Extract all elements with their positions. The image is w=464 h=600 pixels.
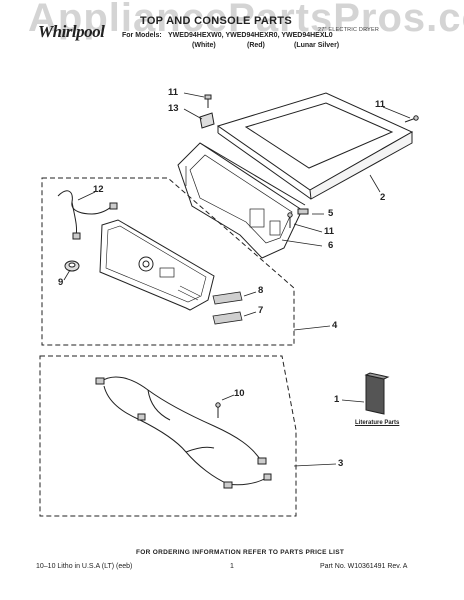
callout-6: 6 bbox=[328, 240, 334, 251]
wiring-harness-boundary bbox=[39, 355, 297, 517]
overlay-8-drawing bbox=[212, 291, 243, 305]
top-panel-drawing bbox=[216, 92, 414, 200]
screw-10-drawing bbox=[215, 402, 221, 418]
callout-3: 3 bbox=[338, 458, 344, 469]
callout-7: 7 bbox=[258, 305, 264, 316]
console-frame-drawing bbox=[177, 142, 306, 259]
callout-8: 8 bbox=[258, 285, 264, 296]
screw-11-frame-drawing bbox=[287, 212, 293, 228]
document-type: 27" ELECTRIC DRYER bbox=[318, 27, 380, 33]
color-white: (White) bbox=[192, 42, 216, 49]
callout-11-frame: 11 bbox=[324, 226, 335, 237]
color-red: (Red) bbox=[247, 42, 265, 49]
wiring-harness-3-drawing bbox=[95, 376, 272, 489]
callout-1: 1 bbox=[334, 394, 340, 405]
part-number: Part No. W10361491 Rev. A bbox=[320, 563, 408, 570]
litho-info: 10–10 Litho in U.S.A (LT) (eeb) bbox=[36, 563, 133, 570]
screw-11-right-drawing bbox=[404, 115, 419, 123]
brand-logo: Whirlpool bbox=[38, 22, 105, 41]
watermark: AppliancePartsPros.com bbox=[28, 0, 464, 40]
callout-11-top-right: 11 bbox=[375, 99, 386, 110]
knob-9-drawing bbox=[64, 260, 80, 272]
callout-10: 10 bbox=[234, 388, 245, 399]
callout-9: 9 bbox=[58, 277, 64, 288]
callout-13: 13 bbox=[168, 103, 179, 114]
literature-parts-label: Literature Parts bbox=[355, 420, 400, 426]
screw-11-left-drawing bbox=[204, 94, 212, 108]
page-title: TOP AND CONSOLE PARTS bbox=[140, 15, 292, 27]
screw-5-drawing bbox=[297, 208, 309, 215]
color-lunar-silver: (Lunar Silver) bbox=[294, 42, 340, 49]
page-number: 1 bbox=[230, 563, 234, 570]
leader-lines bbox=[63, 92, 411, 467]
models-label: For Models: bbox=[122, 32, 162, 39]
callout-4: 4 bbox=[332, 320, 338, 331]
ordering-info: FOR ORDERING INFORMATION REFER TO PARTS … bbox=[136, 549, 345, 556]
callout-2: 2 bbox=[380, 192, 386, 203]
callout-11-top-left: 11 bbox=[168, 87, 179, 98]
model-numbers: YWED94HEXW0, YWED94HEXR0, YWED94HEXL0 bbox=[168, 32, 333, 39]
clip-13-drawing bbox=[199, 112, 215, 129]
overlay-7-drawing bbox=[212, 311, 243, 325]
console-harness-12-drawing bbox=[57, 190, 118, 240]
callout-5: 5 bbox=[328, 208, 334, 219]
console-panel-drawing bbox=[99, 219, 215, 311]
callout-12: 12 bbox=[93, 184, 104, 195]
console-assembly-boundary bbox=[41, 177, 295, 346]
literature-book-drawing bbox=[364, 372, 390, 415]
